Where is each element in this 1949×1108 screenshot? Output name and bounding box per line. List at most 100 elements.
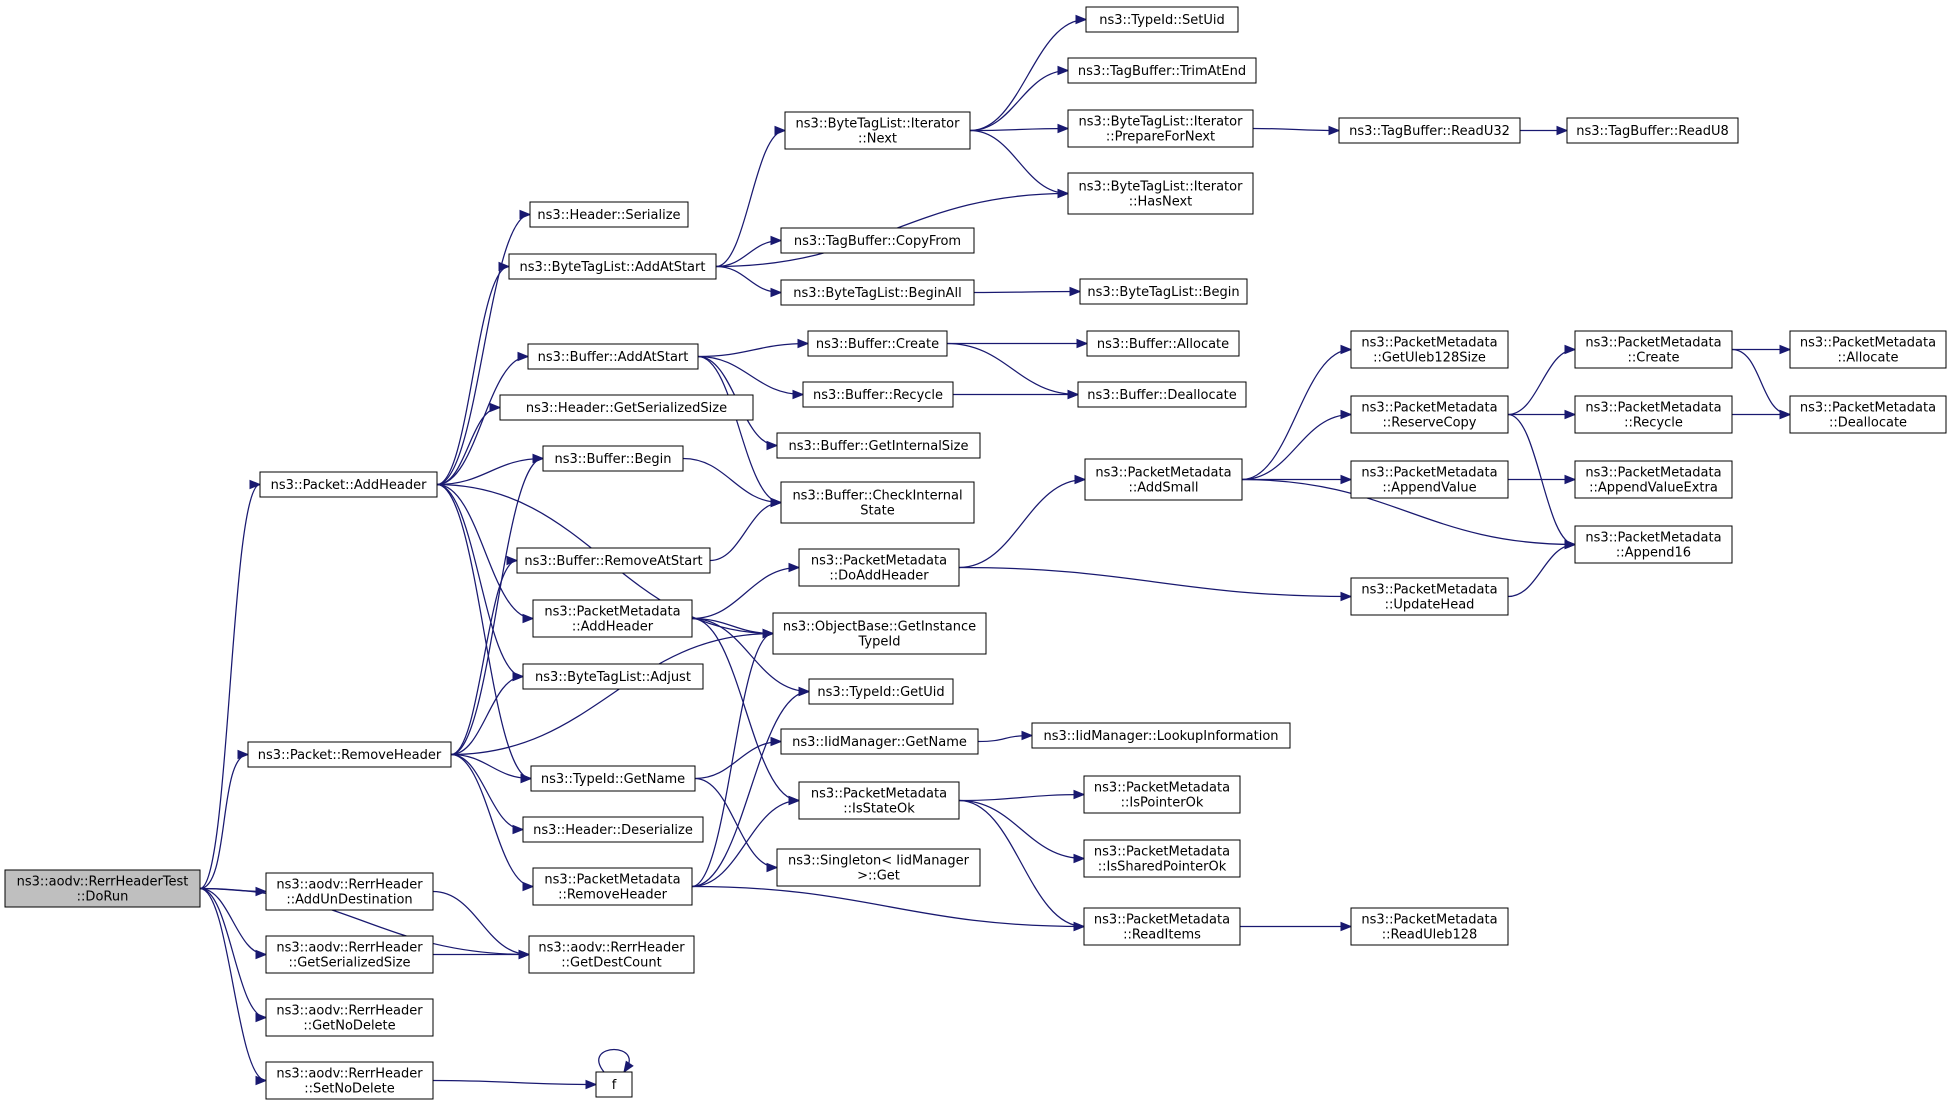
call-edge	[199, 887, 268, 960]
node-box	[1083, 839, 1241, 878]
function-node[interactable]: ns3::PacketMetadata::AppendValueExtra	[1574, 460, 1733, 499]
function-node[interactable]: ns3::ByteTagList::BeginAll	[780, 279, 975, 306]
call-edge	[1241, 344, 1353, 481]
edge-arrowhead	[1340, 921, 1353, 932]
function-node[interactable]: ns3::aodv::RerrHeader::GetNoDelete	[265, 998, 434, 1037]
call-edge	[691, 795, 801, 888]
node-label: ns3::TypeId::GetUid	[817, 685, 944, 700]
function-node[interactable]: ns3::PacketMetadata::RemoveHeader	[532, 867, 693, 906]
edge-arrowhead	[1779, 409, 1792, 420]
function-node[interactable]: ns3::Buffer::Allocate	[1086, 330, 1240, 357]
function-node[interactable]: ns3::Buffer::Recycle	[802, 381, 954, 408]
function-node[interactable]: ns3::PacketMetadata::Recycle	[1574, 395, 1733, 434]
function-node[interactable]: ns3::PacketMetadata::Deallocate	[1789, 395, 1947, 434]
function-node[interactable]: ns3::Header::Serialize	[529, 201, 689, 228]
edge-line	[450, 675, 524, 756]
node-label: ns3::Buffer::Create	[816, 337, 939, 352]
function-node[interactable]: ns3::PacketMetadata::AddHeader	[532, 599, 693, 638]
call-edge	[958, 789, 1086, 802]
call-edge	[969, 123, 1070, 134]
root-function-node[interactable]: ns3::aodv::RerrHeaderTest::DoRun	[4, 869, 201, 908]
edge-arrowhead	[1067, 389, 1080, 400]
function-node[interactable]: ns3::PacketMetadata::IsSharedPointerOk	[1083, 839, 1241, 878]
edge-line	[436, 483, 532, 780]
function-node[interactable]: ns3::aodv::RerrHeader::GetDestCount	[528, 935, 695, 974]
function-node[interactable]: ns3::Packet::AddHeader	[259, 471, 438, 498]
edge-arrowhead	[770, 235, 783, 246]
edge-arrowhead	[519, 209, 532, 220]
function-node[interactable]: ns3::Header::GetSerializedSize	[499, 394, 754, 421]
node-label: ns3::ByteTagList::Iterator	[1079, 115, 1244, 130]
edge-arrowhead	[798, 686, 811, 697]
node-label: ns3::Buffer::Begin	[554, 452, 671, 467]
edge-arrowhead	[762, 628, 775, 639]
function-node[interactable]: ns3::PacketMetadata::Append16	[1574, 525, 1733, 564]
edge-line	[958, 799, 1085, 860]
function-node[interactable]: ns3::PacketMetadata::Allocate	[1789, 330, 1947, 369]
call-edge	[1241, 409, 1353, 481]
function-node[interactable]: ns3::aodv::RerrHeader::SetNoDelete	[265, 1061, 434, 1100]
node-label: ::RemoveHeader	[558, 888, 668, 903]
function-node[interactable]: ns3::PacketMetadata::ReadItems	[1083, 907, 1241, 946]
function-node[interactable]: ns3::Buffer::AddAtStart	[527, 343, 699, 370]
node-label: ns3::aodv::RerrHeader	[276, 878, 423, 893]
function-node[interactable]: ns3::TypeId::GetUid	[808, 678, 954, 705]
node-box	[1338, 117, 1521, 144]
function-node[interactable]: ns3::aodv::RerrHeader::AddUnDestination	[265, 872, 434, 911]
function-node[interactable]: ns3::Buffer::RemoveAtStart	[516, 547, 711, 574]
edge-arrowhead	[517, 351, 530, 362]
edge-arrowhead	[237, 749, 250, 760]
function-node[interactable]: ns3::ByteTagList::Iterator::PrepareForNe…	[1067, 109, 1254, 148]
function-node[interactable]: f	[595, 1071, 633, 1098]
function-node[interactable]: ns3::PacketMetadata::ReadUleb128	[1350, 907, 1509, 946]
function-node[interactable]: ns3::TypeId::SetUid	[1085, 6, 1239, 33]
edge-arrowhead	[770, 287, 783, 298]
function-node[interactable]: ns3::Packet::RemoveHeader	[247, 741, 452, 768]
node-label: ::IsStateOk	[843, 802, 915, 817]
call-edge	[973, 286, 1082, 297]
function-node[interactable]: ns3::ByteTagList::Adjust	[522, 663, 704, 690]
function-node[interactable]: ns3::PacketMetadata::AddSmall	[1084, 458, 1243, 501]
function-node[interactable]: ns3::ByteTagList::AddAtStart	[508, 253, 717, 280]
edge-line	[969, 129, 1069, 195]
function-node[interactable]: ns3::PacketMetadata::Create	[1574, 330, 1733, 369]
node-label: ::ReadItems	[1123, 928, 1201, 943]
edge-arrowhead	[788, 562, 801, 573]
function-node[interactable]: ns3::Header::Deserialize	[522, 816, 704, 843]
function-node[interactable]: ns3::PacketMetadata::IsStateOk	[798, 781, 960, 820]
function-node[interactable]: ns3::IidManager::GetName	[780, 728, 979, 755]
function-node[interactable]: ns3::aodv::RerrHeader::GetSerializedSize	[265, 935, 434, 974]
function-node[interactable]: ns3::Singleton< IidManager>::Get	[776, 848, 981, 887]
function-node[interactable]: ns3::TagBuffer::ReadU32	[1338, 117, 1521, 144]
node-label: ns3::PacketMetadata	[811, 554, 947, 569]
function-node[interactable]: ns3::IidManager::LookupInformation	[1031, 722, 1291, 749]
node-box	[1086, 330, 1240, 357]
function-node[interactable]: ns3::PacketMetadata::AppendValue	[1350, 460, 1509, 499]
edge-line	[1241, 478, 1576, 546]
node-label: ::GetDestCount	[561, 956, 661, 971]
function-node[interactable]: ns3::TagBuffer::TrimAtEnd	[1067, 57, 1257, 84]
function-node[interactable]: ns3::Buffer::Begin	[542, 445, 684, 472]
function-node[interactable]: ns3::TagBuffer::ReadU8	[1566, 117, 1739, 144]
function-node[interactable]: ns3::ByteTagList::Iterator::HasNext	[1067, 172, 1254, 215]
function-node[interactable]: ns3::ByteTagList::Iterator::Next	[784, 111, 971, 150]
call-edge	[969, 14, 1088, 132]
function-node[interactable]: ns3::PacketMetadata::ReserveCopy	[1350, 395, 1509, 434]
edge-line	[973, 290, 1081, 294]
function-node[interactable]: ns3::TypeId::GetName	[530, 765, 696, 792]
edge-line	[432, 890, 530, 956]
function-node[interactable]: ns3::PacketMetadata::IsPointerOk	[1083, 775, 1241, 814]
function-node[interactable]: ns3::Buffer::Deallocate	[1077, 381, 1247, 408]
node-label: ns3::Buffer::RemoveAtStart	[524, 554, 702, 569]
function-node[interactable]: ns3::TagBuffer::CopyFrom	[780, 227, 975, 254]
function-node[interactable]: ns3::Buffer::Create	[807, 330, 948, 357]
function-node[interactable]: ns3::PacketMetadata::GetUleb128Size	[1350, 330, 1509, 369]
node-box	[522, 816, 704, 843]
function-node[interactable]: ns3::PacketMetadata::UpdateHead	[1350, 577, 1509, 616]
function-node[interactable]: ns3::PacketMetadata::DoAddHeader	[798, 548, 960, 587]
edge-line	[691, 617, 810, 693]
function-node[interactable]: ns3::ByteTagList::Begin	[1079, 278, 1248, 305]
function-node[interactable]: ns3::Buffer::GetInternalSize	[776, 432, 981, 459]
